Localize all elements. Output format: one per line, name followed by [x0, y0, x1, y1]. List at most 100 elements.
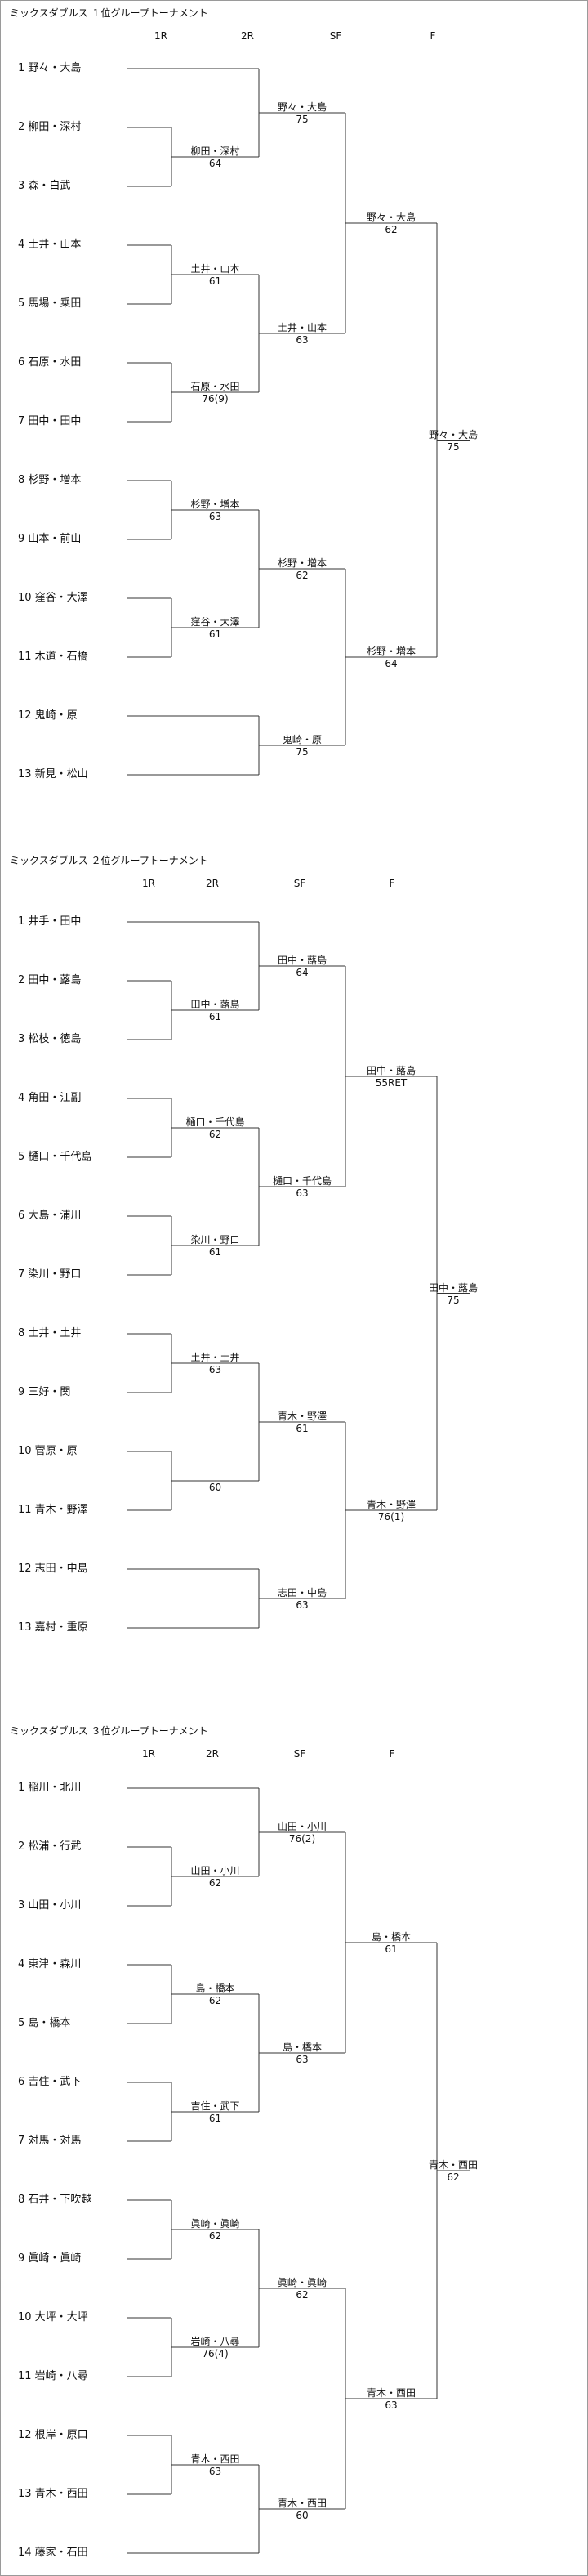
entry-name: 8 杉野・増本 [18, 474, 82, 486]
match-score: 64 [296, 967, 309, 978]
round-label: F [430, 30, 436, 42]
match-winner: 石原・水田 [190, 381, 240, 392]
match-winner: 青木・西田 [428, 2159, 478, 2171]
entry-name: 9 三好・関 [18, 1386, 71, 1398]
match-winner: 岩崎・八尋 [190, 2336, 240, 2347]
entry-name: 3 森・白武 [18, 180, 71, 192]
tournament-title: ミックスダブルス ３位グループトーナメント [10, 1725, 208, 1737]
match-winner: 窪谷・大澤 [190, 616, 240, 628]
entry-name: 11 木道・石橋 [18, 651, 88, 663]
match-score: 62 [296, 570, 309, 581]
match-winner: 土井・山本 [277, 322, 327, 333]
match-winner: 眞崎・眞崎 [277, 2277, 327, 2288]
match-winner: 土井・山本 [190, 263, 240, 275]
match-score: 63 [296, 2054, 309, 2065]
entry-name: 5 樋口・千代島 [18, 1151, 92, 1163]
match-winner: 田中・蕗島 [277, 955, 327, 966]
match-score: 75 [447, 441, 460, 453]
match-winner: 染川・野口 [190, 1234, 240, 1246]
match-score: 63 [296, 1599, 309, 1611]
entry-name: 5 馬場・乗田 [18, 297, 82, 310]
match-score: 61 [208, 628, 222, 640]
tournament-title: ミックスダブルス １位グループトーナメント [10, 7, 208, 19]
round-label: F [389, 878, 395, 889]
match-winner: 眞崎・眞崎 [190, 2218, 240, 2229]
match-winner: 野々・大島 [277, 101, 327, 113]
match-winner: 青木・野澤 [366, 1499, 416, 1510]
match-score: 61 [208, 275, 222, 287]
match-score: 76(4) [202, 2348, 229, 2359]
match-score: 55RET [375, 1077, 408, 1089]
round-label: 2R [241, 30, 254, 42]
match-winner: 田中・蕗島 [190, 999, 240, 1010]
entry-name: 7 対馬・対馬 [18, 2135, 82, 2147]
match-score: 75 [296, 746, 309, 758]
match-score: 62 [447, 2171, 460, 2183]
entry-name: 12 志田・中島 [18, 1563, 88, 1575]
match-winner: 山田・小川 [277, 1821, 327, 1832]
entry-name: 1 稲川・北川 [18, 1782, 82, 1794]
entry-name: 14 藤家・石田 [18, 2547, 88, 2559]
entry-name: 4 土井・山本 [18, 239, 82, 251]
match-winner: 山田・小川 [190, 1865, 240, 1876]
match-winner: 土井・土井 [190, 1352, 240, 1363]
match-score: 61 [208, 2113, 222, 2124]
match-score: 76(1) [377, 1511, 405, 1523]
entry-name: 8 土井・土井 [18, 1327, 82, 1339]
match-winner: 樋口・千代島 [185, 1116, 245, 1128]
entry-name: 9 山本・前山 [18, 533, 82, 545]
match-score: 61 [296, 1423, 309, 1434]
entry-name: 4 東津・森川 [18, 1958, 82, 1970]
match-winner: 島・橋本 [195, 1983, 235, 1994]
match-winner: 柳田・深村 [190, 145, 240, 157]
round-label: 1R [142, 1748, 155, 1760]
match-score: 60 [208, 1482, 222, 1493]
round-label: SF [329, 30, 342, 42]
match-score: 62 [296, 2289, 309, 2301]
match-score: 76(2) [288, 1833, 316, 1845]
entry-name: 11 青木・野澤 [18, 1504, 88, 1516]
match-score: 62 [208, 2230, 222, 2242]
match-winner: 島・橋本 [371, 1931, 411, 1943]
match-winner: 島・橋本 [282, 2042, 322, 2053]
match-score: 62 [385, 224, 398, 235]
entry-name: 10 菅原・原 [18, 1445, 78, 1457]
entry-name: 6 大島・浦川 [18, 1210, 82, 1222]
entry-name: 12 根岸・原口 [18, 2429, 88, 2441]
match-winner: 杉野・増本 [190, 499, 240, 510]
match-winner: 青木・西田 [277, 2498, 327, 2509]
entry-name: 7 田中・田中 [18, 415, 82, 427]
entry-name: 7 染川・野口 [18, 1268, 82, 1281]
match-score: 75 [296, 114, 309, 125]
match-winner: 杉野・増本 [366, 646, 416, 657]
entry-name: 5 島・橋本 [18, 2017, 71, 2029]
round-label: 2R [206, 878, 219, 889]
match-winner: 吉住・武下 [190, 2100, 240, 2112]
match-winner: 野々・大島 [428, 428, 478, 441]
match-score: 62 [208, 1877, 222, 1889]
entry-name: 10 大坪・大坪 [18, 2311, 88, 2323]
match-winner: 田中・蕗島 [366, 1065, 416, 1076]
entry-name: 11 岩崎・八尋 [18, 2370, 88, 2382]
match-score: 63 [296, 1187, 309, 1199]
entry-name: 12 鬼崎・原 [18, 709, 78, 722]
match-winner: 杉野・増本 [277, 557, 327, 569]
entry-name: 6 石原・水田 [18, 356, 82, 369]
match-score: 63 [385, 2399, 398, 2411]
match-score: 75 [447, 1294, 460, 1306]
match-winner: 志田・中島 [277, 1587, 327, 1599]
entry-name: 9 眞崎・眞崎 [18, 2252, 82, 2265]
match-score: 62 [208, 1995, 222, 2006]
match-winner: 野々・大島 [366, 212, 416, 223]
round-label: 2R [206, 1748, 219, 1760]
match-score: 61 [385, 1943, 398, 1955]
match-winner: 青木・西田 [366, 2387, 416, 2399]
round-label: 1R [142, 878, 155, 889]
match-winner: 鬼崎・原 [282, 734, 322, 745]
match-score: 63 [208, 511, 222, 522]
match-score: 63 [296, 334, 309, 346]
match-winner: 樋口・千代島 [272, 1175, 332, 1187]
match-score: 64 [208, 158, 222, 169]
